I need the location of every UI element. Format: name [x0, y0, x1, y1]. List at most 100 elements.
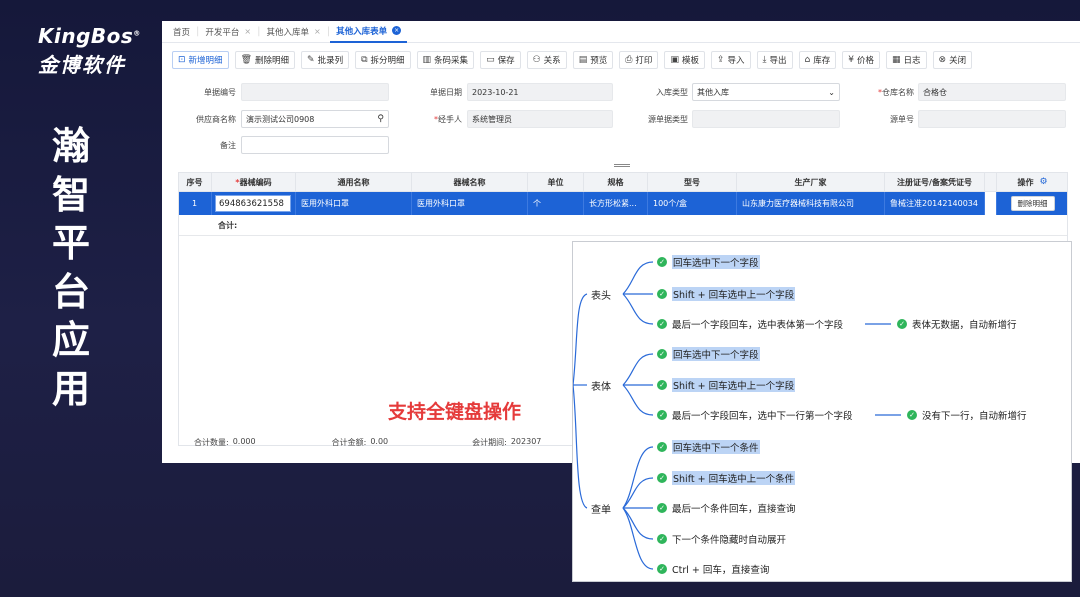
remark-field[interactable] [241, 136, 389, 154]
remark-label: 备注 [220, 140, 236, 150]
toolbar-button-label: 关系 [543, 56, 561, 66]
toolbar-button[interactable]: ⎙打印 [619, 51, 659, 69]
check-icon: ✓ [657, 473, 667, 483]
toolbar-button[interactable]: ⊗关闭 [932, 51, 973, 69]
src-type-field[interactable] [692, 110, 840, 128]
row-common-name: 医用外科口罩 [296, 192, 412, 215]
col-spec: 规格 [584, 173, 648, 191]
in-type-select[interactable]: 其他入库⌄ [692, 83, 840, 101]
toolbar-button[interactable]: ✎批录列 [301, 51, 350, 69]
gear-icon[interactable]: ⚙ [1039, 177, 1048, 187]
toolbar-button-label: 导出 [769, 56, 787, 66]
code-input[interactable]: 694863621558 [215, 195, 291, 212]
toolbar-button[interactable]: ▥条码采集 [416, 51, 475, 69]
doc-no-field[interactable] [241, 83, 389, 101]
toolbar-button-label: 删除明细 [255, 56, 290, 66]
doc-date-label: 单据日期 [430, 87, 462, 97]
toolbar-button[interactable]: ¥价格 [842, 51, 881, 69]
add-icon: ⊡ [178, 55, 186, 65]
col-code: *器械编码 [212, 173, 296, 191]
mindmap-item: ✓没有下一行，自动新增行 [907, 408, 1027, 422]
resize-handle[interactable] [614, 164, 630, 167]
mindmap-item: ✓回车选中下一个条件 [657, 440, 760, 454]
doc-no-label: 单据编号 [204, 87, 236, 97]
search-icon[interactable]: ⚲ [377, 114, 384, 124]
src-no-label: 源单号 [890, 114, 914, 124]
tab-bar: 首页 | 开发平台× | 其他入库单× | 其他入库表单× [162, 21, 1080, 43]
table-header: 序号 *器械编码 通用名称 器械名称 单位 规格 型号 生产厂家 注册证号/备案… [178, 172, 1068, 192]
doc-date-field[interactable]: 2023-10-21 [467, 83, 613, 101]
toolbar-button[interactable]: ⊡新增明细 [172, 51, 229, 69]
col-reg-no: 注册证号/备案凭证号 [885, 173, 985, 191]
mindmap-lines [573, 261, 901, 570]
delete-row-button[interactable]: 删除明细 [1010, 196, 1055, 211]
amt-value: 0.00 [370, 437, 389, 446]
col-device-name: 器械名称 [412, 173, 528, 191]
close-icon[interactable]: × [244, 27, 252, 36]
side-title-char: 用 [51, 366, 90, 411]
toolbar-button[interactable]: ⤓导出 [756, 51, 793, 69]
trash-icon: 🗑 [240, 55, 252, 65]
col-extra [985, 173, 997, 191]
period-value: 202307 [510, 437, 542, 446]
row-extra [985, 192, 997, 215]
check-icon: ✓ [657, 289, 667, 299]
toolbar-button[interactable]: ▣模板 [664, 51, 705, 69]
tab-other-inbound[interactable]: 其他入库单× [266, 27, 321, 38]
row-unit: 个 [528, 192, 584, 215]
tab-home[interactable]: 首页 [173, 27, 191, 38]
toolbar-button[interactable]: ⧉拆分明细 [355, 51, 411, 69]
mindmap-item: ✓表体无数据，自动新增行 [897, 317, 1017, 331]
relation-icon: ⚇ [532, 55, 541, 65]
toolbar-button[interactable]: ▭保存 [480, 51, 521, 69]
keyboard-support-title: 支持全键盘操作 [388, 401, 522, 423]
toolbar-button-label: 模板 [681, 56, 699, 66]
side-title-char: 瀚 [51, 124, 90, 168]
toolbar-button[interactable]: ▦日志 [886, 51, 927, 69]
close-icon[interactable]: × [392, 26, 402, 35]
period-label: 会计期间: [472, 438, 507, 447]
mindmap-item: ✓回车选中下一个字段 [657, 347, 760, 361]
handler-field[interactable]: 系统管理员 [467, 110, 613, 128]
toolbar-button-label: 打印 [635, 56, 653, 66]
src-type-label: 源单据类型 [648, 114, 688, 124]
template-icon: ▣ [670, 55, 679, 65]
src-no-field[interactable] [918, 110, 1066, 128]
group-query: 查单 [591, 505, 611, 516]
toolbar-button-label: 批录列 [317, 56, 344, 66]
mindmap-item: ✓Ctrl + 回车，直接查询 [657, 562, 769, 576]
toolbar-button-label: 日志 [903, 56, 921, 66]
check-icon: ✓ [657, 257, 667, 267]
tab-other-inbound-form[interactable]: 其他入库表单× [330, 21, 408, 43]
table-row[interactable]: 1 694863621558 医用外科口罩 医用外科口罩 个 长方形松紧... … [178, 192, 1068, 215]
mindmap-item: ✓下一个条件隐藏时自动展开 [657, 532, 786, 546]
row-no: 1 [178, 192, 212, 215]
toolbar-button-label: 价格 [857, 56, 875, 66]
toolbar-button[interactable]: ⚇关系 [526, 51, 567, 69]
mindmap-item: ✓Shift + 回车选中上一个字段 [657, 287, 796, 301]
toolbar-button-label: 拆分明细 [370, 56, 405, 66]
preview-icon: ▤ [578, 55, 588, 65]
side-title: 瀚 智 平 台 应 用 [46, 122, 96, 413]
toolbar: ⊡新增明细 🗑删除明细 ✎批录列 ⧉拆分明细 ▥条码采集 ▭保存 ⚇关系 ▤预览 ⎙打印 ▣模板 ⇪… [162, 43, 1080, 77]
row-reg-no: 鲁械注准20142140034 [885, 192, 985, 215]
supplier-field[interactable]: 演示测试公司0908⚲ [241, 110, 389, 128]
warehouse-field[interactable]: 合格仓 [918, 83, 1066, 101]
check-icon: ✓ [657, 349, 667, 359]
check-icon: ✓ [657, 564, 667, 574]
amt-label: 合计金额: [331, 438, 367, 447]
side-title-char: 平 [51, 221, 90, 265]
toolbar-button[interactable]: 🗑删除明细 [234, 51, 296, 69]
in-type-label: 入库类型 [656, 87, 688, 97]
footer-totals: 合计数量: 0.000 合计金额: 0.00 会计期间: 202307 [194, 437, 541, 448]
close-icon[interactable]: × [314, 27, 321, 36]
toolbar-button[interactable]: ⇪导入 [710, 51, 751, 69]
tab-dev-platform[interactable]: 开发平台× [205, 27, 252, 38]
check-icon: ✓ [897, 319, 907, 329]
toolbar-button[interactable]: ▤预览 [572, 51, 614, 69]
export-icon: ⤓ [762, 55, 767, 65]
mindmap-item: ✓最后一个条件回车，直接查询 [657, 501, 796, 515]
mindmap-item: ✓Shift + 回车选中上一个字段 [657, 378, 796, 392]
toolbar-button[interactable]: ⌂库存 [798, 51, 837, 69]
chevron-down-icon: ⌄ [828, 87, 835, 97]
